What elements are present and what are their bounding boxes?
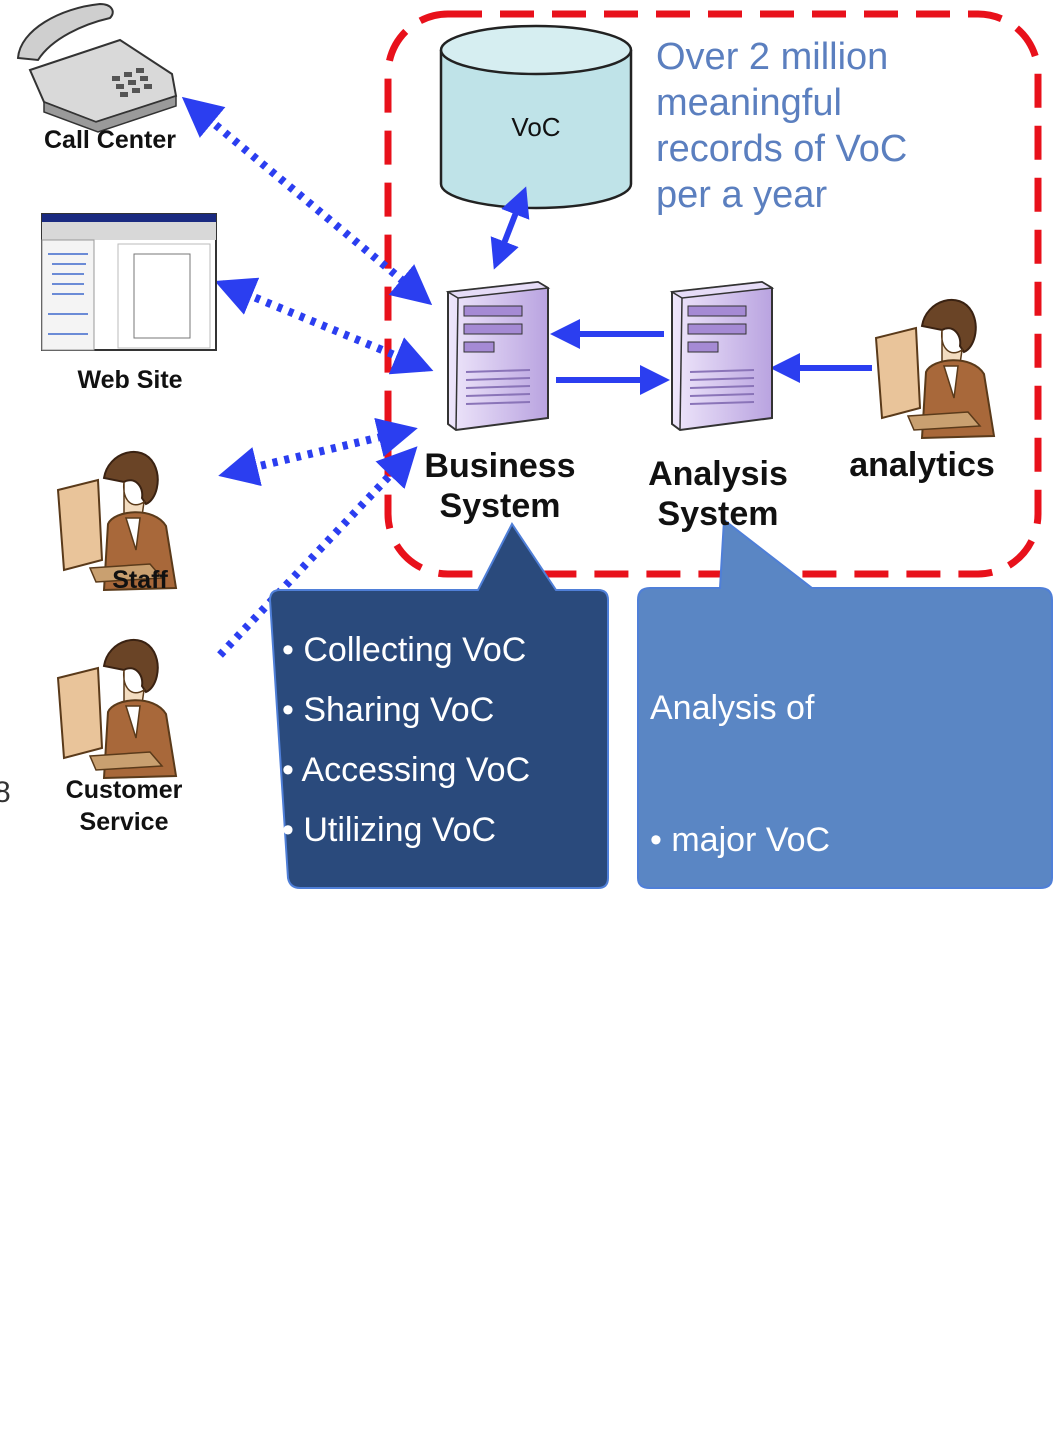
call-center-label: Call Center — [44, 126, 176, 154]
analysis-system-label-line: Analysis — [648, 455, 788, 493]
business-callout-item: • Sharing VoC — [282, 691, 495, 729]
link-web-site — [214, 277, 434, 375]
business-server-icon — [445, 280, 551, 432]
analysis-callout-line: • major VoC — [650, 821, 831, 859]
business-callout-item: • Utilizing VoC — [282, 811, 497, 849]
customer-service-label-line: Service — [79, 808, 169, 836]
business-system-label-line: Business — [424, 447, 576, 485]
link-customer-service — [217, 446, 418, 658]
volume-note-line: per a year — [656, 174, 828, 216]
analysis-callout-line: • trends in VoC — [650, 953, 876, 991]
volume-note-line: Over 2 million — [656, 36, 889, 78]
analysis-callout-text: Analysis of • major VoC • trends in VoC … — [650, 598, 1050, 1434]
analysis-system-label-line: System — [657, 495, 779, 533]
business-system-label-line: System — [439, 487, 561, 525]
staff-label: Staff — [112, 566, 168, 594]
database-label: VoC — [511, 112, 561, 142]
analysis-callout-line: • remarkable VoC — [650, 1085, 916, 1123]
customer-service-label-line: Customer — [65, 776, 183, 804]
volume-note-line: records of VoC — [656, 128, 908, 170]
customer-service-label: Customer Service — [34, 774, 214, 838]
dotted-connectors — [181, 96, 434, 658]
volume-note: Over 2 million meaningful records of VoC… — [656, 34, 1016, 218]
website-icon — [41, 213, 217, 351]
volume-note-line: meaningful — [656, 82, 842, 124]
database-icon — [439, 24, 633, 210]
analysis-callout-line: Analysis of — [650, 689, 815, 727]
analysis-callout-line: products/services — [650, 1349, 924, 1387]
page-number: 8 — [0, 776, 11, 809]
link-call-center — [181, 96, 433, 306]
business-callout-text: • Collecting VoC • Sharing VoC • Accessi… — [282, 620, 602, 860]
link-staff — [218, 417, 418, 487]
staff-person-icon — [56, 450, 178, 592]
analytics-person-icon — [874, 298, 996, 440]
analysis-server-icon — [669, 280, 775, 432]
analysis-callout-line: for specific — [650, 1217, 813, 1255]
business-system-label: Business System — [400, 446, 600, 526]
analytics-label: analytics — [849, 446, 995, 484]
customer-service-person-icon — [56, 638, 178, 780]
business-callout-item: • Accessing VoC — [282, 751, 531, 789]
solid-arrows — [490, 186, 872, 395]
analysis-system-label: Analysis System — [618, 454, 818, 534]
business-callout-item: • Collecting VoC — [282, 631, 527, 669]
db-link-arrow — [490, 186, 530, 270]
analysis-callout-shape — [637, 518, 1053, 889]
telephone-icon — [16, 2, 178, 133]
business-callout-shape — [268, 522, 609, 889]
web-site-label: Web Site — [77, 366, 183, 394]
